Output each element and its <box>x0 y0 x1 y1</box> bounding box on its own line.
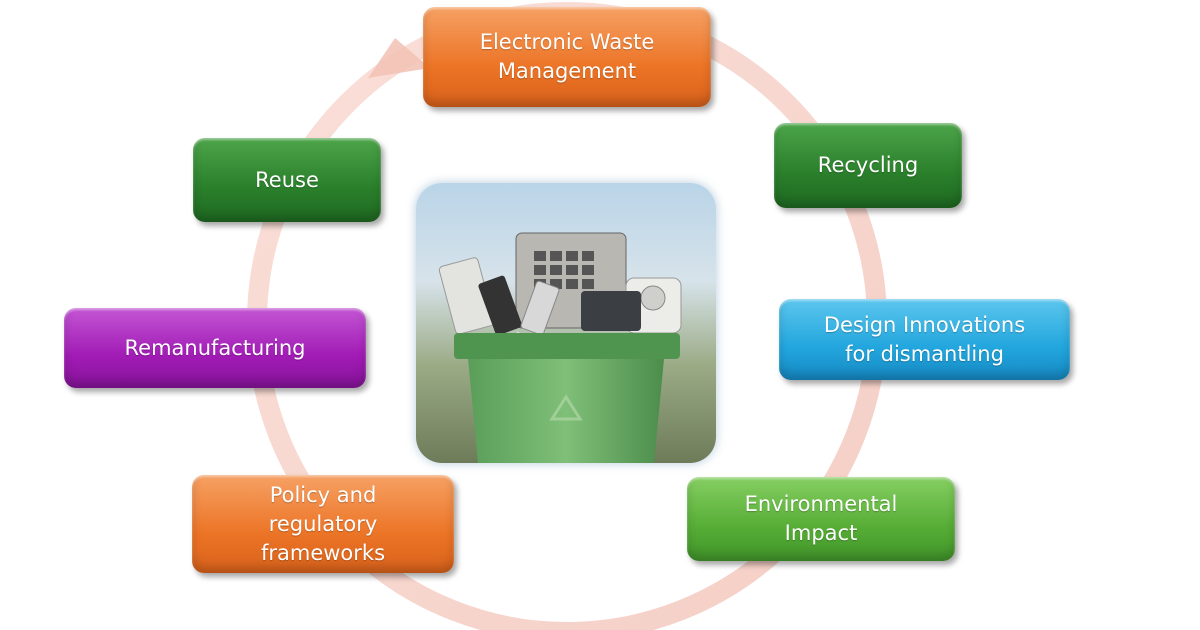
node-label: Remanufacturing <box>124 335 306 360</box>
node-label: Reuse <box>255 167 319 192</box>
node-electronic-waste-management: Electronic Waste Management <box>423 7 711 107</box>
cycle-arrowhead <box>368 38 430 78</box>
node-label: Design Innovations for dismantling <box>823 312 1026 366</box>
recycling-bin-with-electronic-waste-icon <box>438 232 682 463</box>
node-label: Environmental Impact <box>744 492 898 545</box>
node-label: Policy and regulatory frameworks <box>260 482 386 565</box>
node-recycling: Recycling <box>774 123 962 208</box>
node-label: Electronic Waste Management <box>479 30 655 83</box>
node-label: Recycling <box>817 153 919 177</box>
center-image <box>416 183 716 463</box>
node-policy-frameworks: Policy and regulatory frameworks <box>192 475 454 573</box>
node-design-innovations: Design Innovations for dismantling <box>779 299 1070 380</box>
node-remanufacturing: Remanufacturing <box>64 308 366 388</box>
node-environmental-impact: Environmental Impact <box>687 477 955 561</box>
node-reuse: Reuse <box>193 138 381 222</box>
